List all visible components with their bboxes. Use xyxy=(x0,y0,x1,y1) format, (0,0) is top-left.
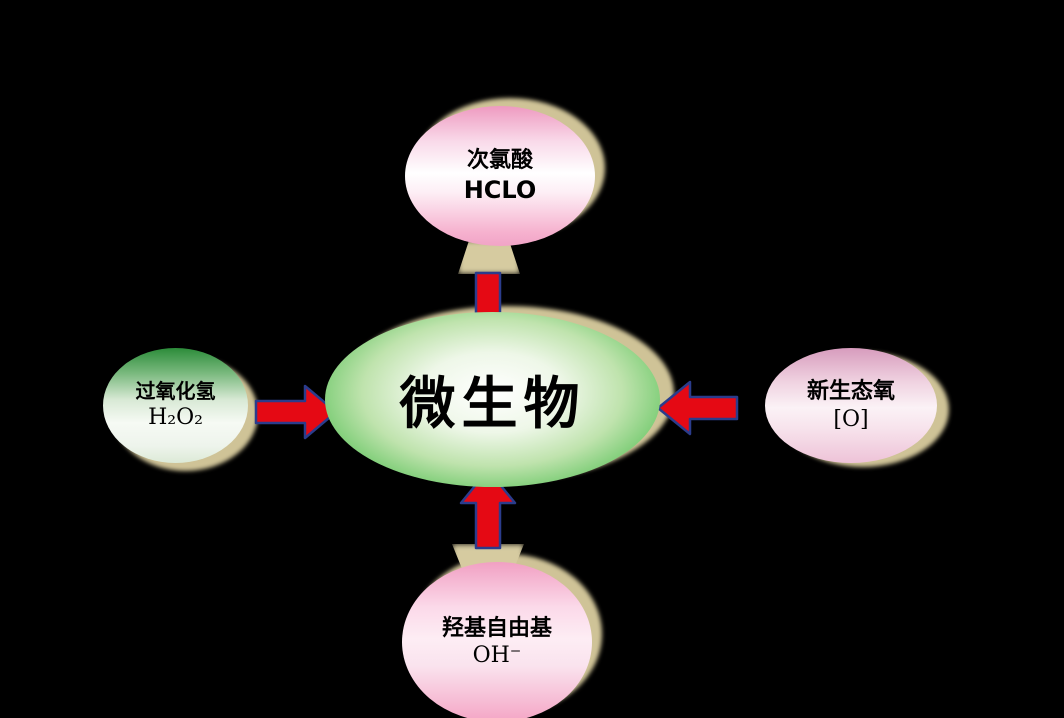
node-label-cn: 过氧化氢 xyxy=(135,379,216,404)
left-arrow-right-icon xyxy=(254,384,338,440)
node-nascent-oxygen: 新生态氧 [O] xyxy=(765,348,937,463)
right-arrow-left-icon xyxy=(656,380,739,436)
node-formula: [O] xyxy=(833,406,869,432)
center-label: 微生物 xyxy=(399,371,586,437)
node-label-cn: 次氯酸 xyxy=(466,147,533,174)
node-formula: HCLO xyxy=(463,175,537,204)
node-label-cn: 羟基自由基 xyxy=(441,614,552,641)
node-hydroxyl-radical: 羟基自由基 OH⁻ xyxy=(402,562,592,718)
node-label-cn: 新生态氧 xyxy=(806,378,895,404)
node-hypochlorous-acid: 次氯酸 HCLO xyxy=(405,106,595,246)
node-formula: H₂O₂ xyxy=(148,405,203,431)
node-formula: OH⁻ xyxy=(472,643,522,668)
node-hydrogen-peroxide: 过氧化氢 H₂O₂ xyxy=(103,348,248,463)
top-arrow-glow xyxy=(458,240,520,274)
node-microorganism: 微生物 xyxy=(325,312,660,487)
